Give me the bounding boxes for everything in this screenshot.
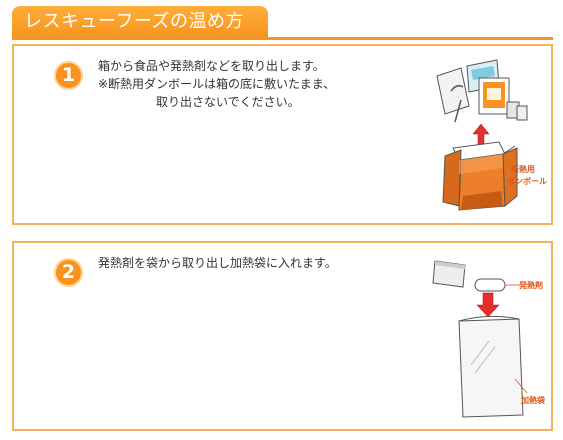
- step-2-text: 発熱剤を袋から取り出し加熱袋に入れます。: [98, 254, 337, 272]
- box-unpacking-illustration: 断熱用 ダンボール: [436, 59, 547, 211]
- heater-insertion-illustration: 発熱剤 加熱袋: [432, 260, 546, 418]
- step-1-line-1: 箱から食品や発熱剤などを取り出します。: [98, 59, 325, 73]
- insulation-label-line-1: 断熱用: [511, 164, 535, 174]
- page-title: レスキューフーズの温め方: [12, 6, 268, 38]
- down-arrow-icon: [476, 292, 500, 318]
- heater-label: 発熱剤: [518, 280, 543, 290]
- step-1-line-3: 取り出さないでください。: [156, 95, 300, 109]
- step-1-text: 箱から食品や発熱剤などを取り出します。 ※断熱用ダンボールは箱の底に敷いたまま、…: [98, 57, 335, 111]
- step-1-panel: 1 箱から食品や発熱剤などを取り出します。 ※断熱用ダンボールは箱の底に敷いたま…: [12, 44, 553, 225]
- heating-bag-label: 加熱袋: [520, 395, 546, 405]
- heating-element-icon: [474, 278, 506, 292]
- title-underline: [12, 37, 553, 40]
- step-2-panel: 2 発熱剤を袋から取り出し加熱袋に入れます。 発熱剤 加熱袋: [12, 241, 553, 431]
- food-pouch-icon: [436, 67, 470, 115]
- step-2-line-1: 発熱剤を袋から取り出し加熱袋に入れます。: [98, 256, 337, 270]
- step-1-line-2: ※断熱用ダンボールは箱の底に敷いたまま、: [98, 77, 336, 91]
- up-arrow-icon: [472, 123, 490, 147]
- heater-packet-icon: [432, 260, 466, 288]
- step-2-number: 2: [54, 258, 83, 287]
- heating-bag-icon: [458, 315, 524, 418]
- cardboard-box-icon: [442, 141, 518, 211]
- insulation-label-line-2: ダンボール: [507, 176, 547, 186]
- step-1-number: 1: [54, 61, 83, 90]
- food-tray-icon: [478, 77, 510, 115]
